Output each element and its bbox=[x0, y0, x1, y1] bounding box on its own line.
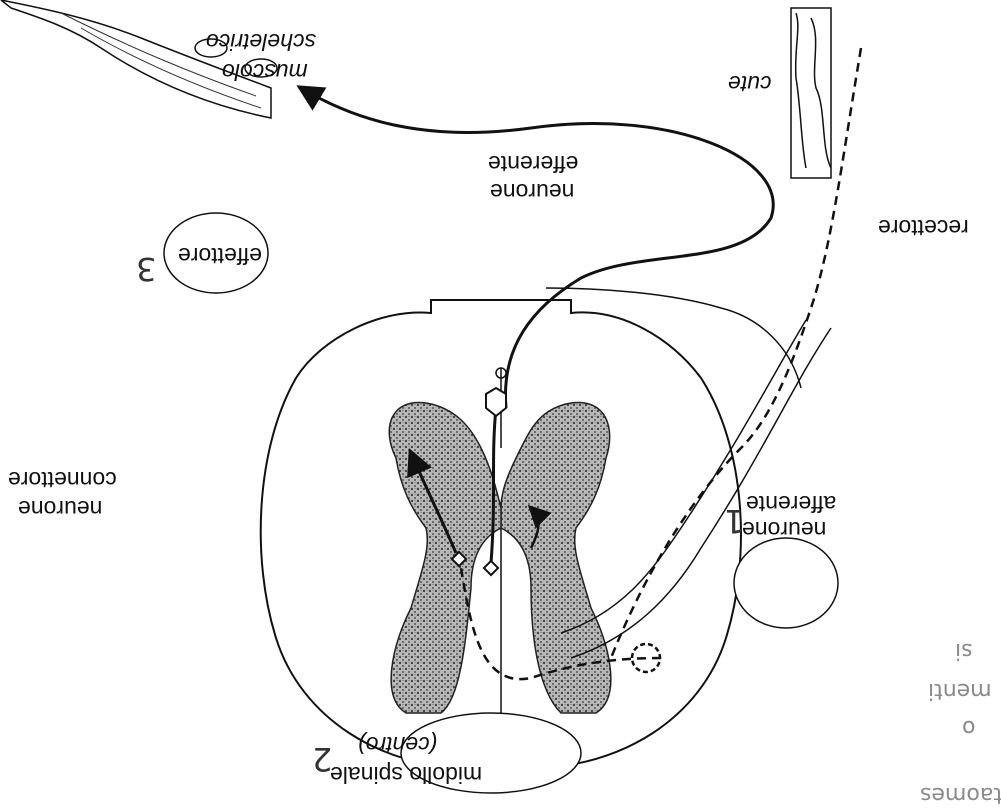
label-recettore: recettore bbox=[878, 216, 969, 239]
label-muscolo-line2: scheletrico bbox=[206, 30, 316, 53]
label-muscolo-line1: muscolo bbox=[222, 60, 308, 83]
margin-note-4: taomes bbox=[920, 782, 1001, 807]
label-neurone-efferente-line1: neurone bbox=[490, 180, 574, 203]
label-neurone-afferente-line2: afferente bbox=[746, 492, 836, 515]
label-neurone-connettore-line2: connettore bbox=[8, 468, 117, 491]
label-cute: cute bbox=[728, 72, 771, 95]
margin-note-2: menti bbox=[928, 678, 992, 703]
label-midollo-line1: midollo spinale bbox=[330, 763, 482, 786]
handwritten-number-2: 2 bbox=[312, 740, 332, 778]
bubble-afferente bbox=[734, 538, 838, 628]
margin-note-1: o bbox=[962, 715, 975, 740]
label-neurone-efferente-line2: efferente bbox=[488, 152, 578, 175]
margin-note-3: si bbox=[955, 638, 973, 663]
label-midollo-line2: (centro) bbox=[358, 733, 437, 756]
label-neurone-afferente-line1: neurone bbox=[742, 518, 826, 541]
label-neurone-connettore-line1: neurone bbox=[18, 497, 102, 520]
handwritten-number-1: 1 bbox=[724, 502, 744, 540]
label-effettore: effettore bbox=[178, 244, 262, 267]
handwritten-number-3: 3 bbox=[136, 250, 156, 288]
